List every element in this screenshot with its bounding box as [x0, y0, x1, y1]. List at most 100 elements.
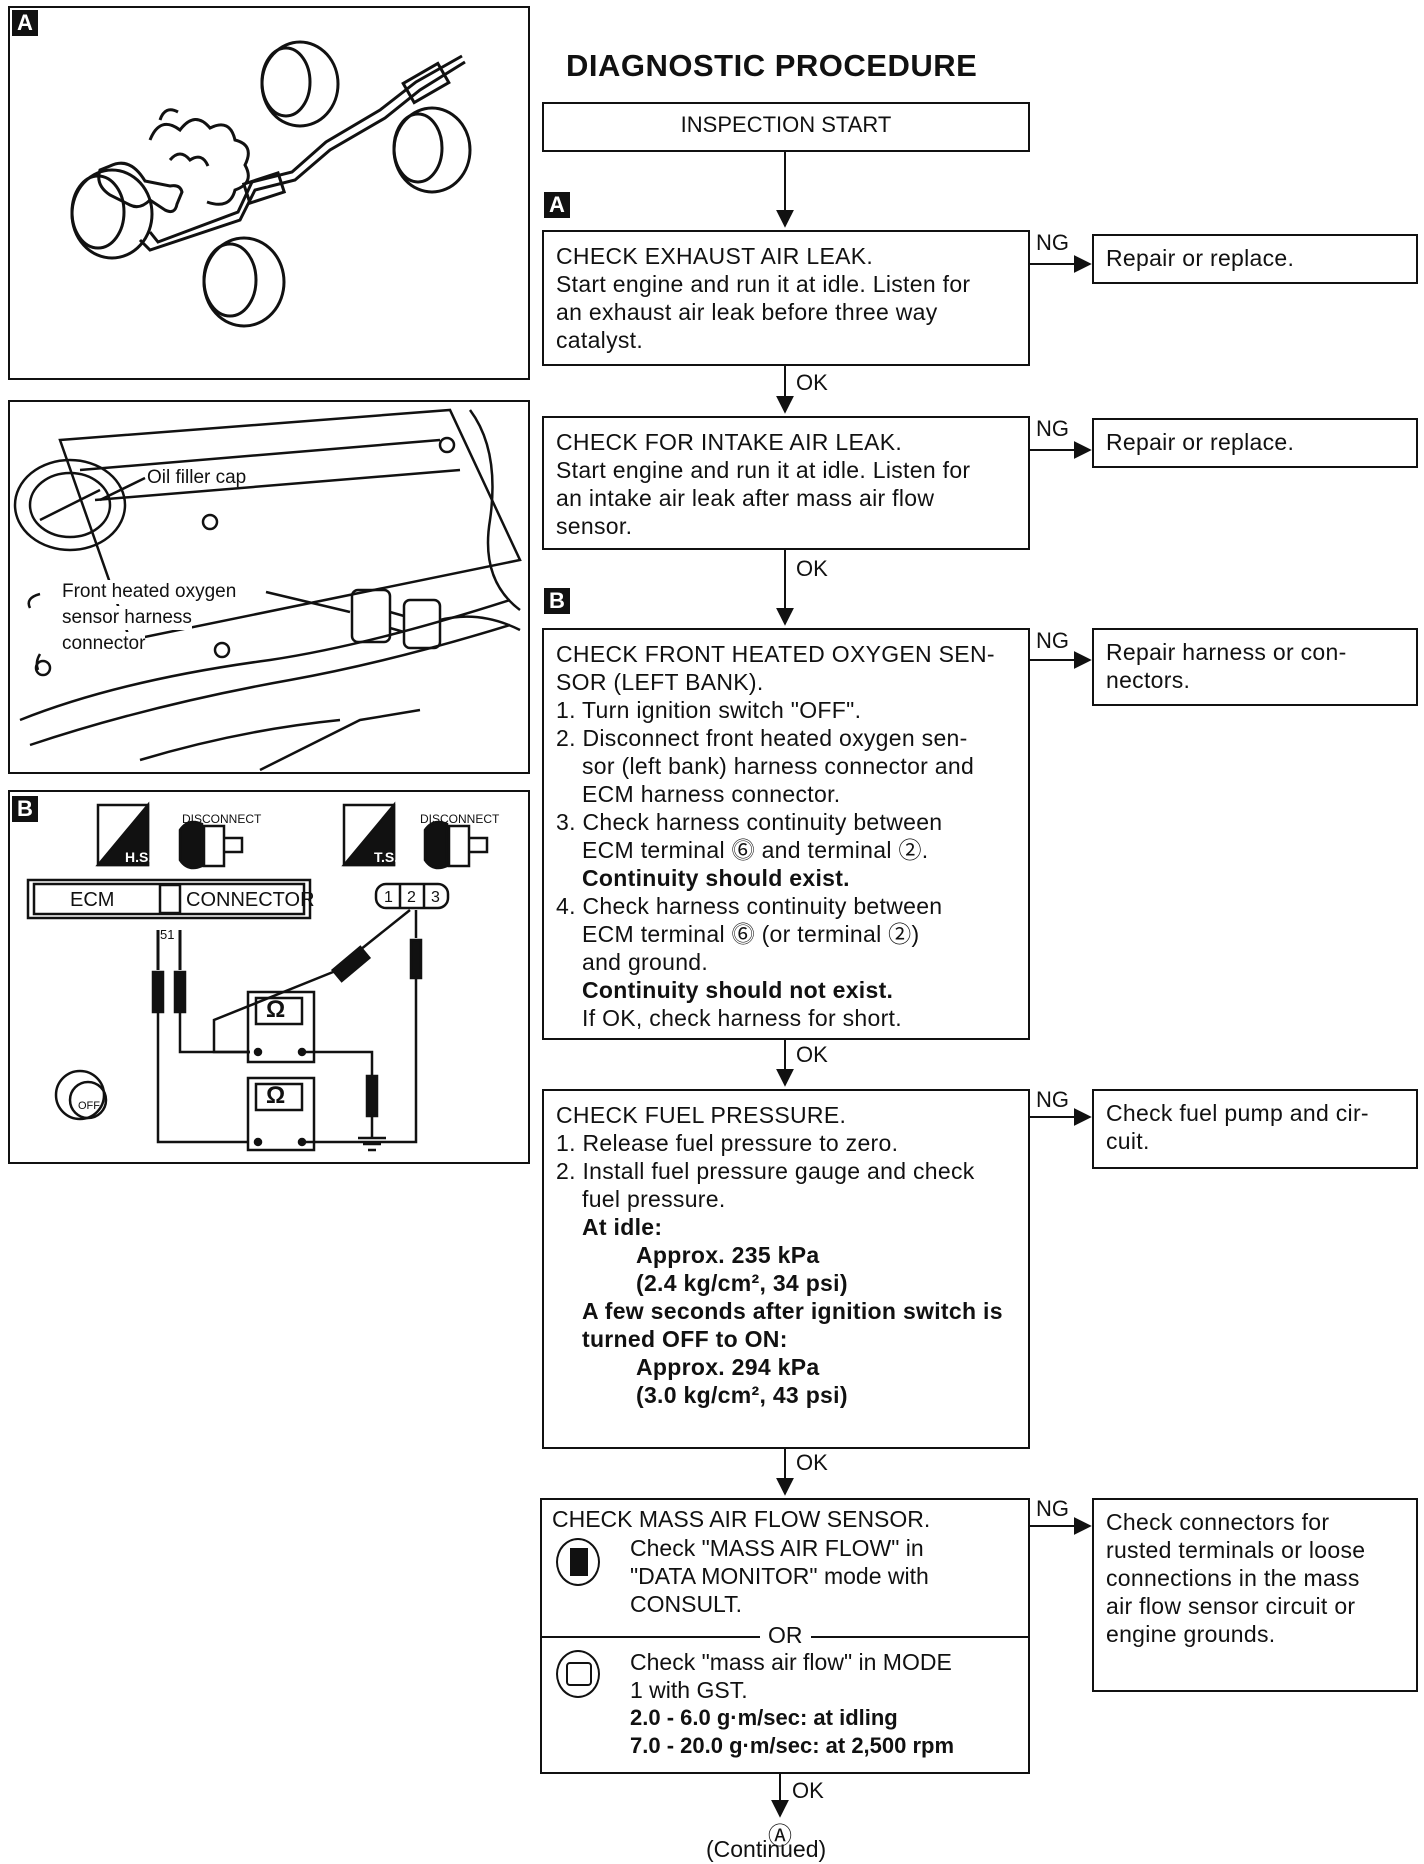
or-label: OR [760, 1622, 811, 1649]
flow-tag-b: B [544, 588, 570, 614]
figure-tag-a: A [12, 10, 38, 36]
step5-spec-idle: 2.0 - 6.0 g·m/sec: at idling [630, 1705, 898, 1730]
step-intake-air-leak: CHECK FOR INTAKE AIR LEAK. Start engine … [542, 416, 1030, 550]
pin-2-label: 2 [407, 889, 416, 906]
step4-line1: CHECK FUEL PRESSURE. [556, 1102, 847, 1128]
step4-line4: fuel pressure. [582, 1186, 726, 1212]
step5-ok-label: OK [792, 1778, 824, 1803]
ohmmeter-1-symbol: Ω [266, 996, 286, 1023]
step4-ng-action: Check fuel pump and cir- cuit. [1092, 1089, 1418, 1169]
step4-ng-label: NG [1036, 1087, 1069, 1112]
step3-line6: ECM harness connector. [582, 781, 841, 807]
step2-ng-label: NG [1036, 416, 1069, 441]
pin-1-label: 1 [384, 889, 393, 906]
step5-consult-line2: "DATA MONITOR" mode with [630, 1563, 929, 1589]
step5-spec-2500rpm: 7.0 - 20.0 g·m/sec: at 2,500 rpm [630, 1733, 955, 1758]
inspection-start-label: INSPECTION START [680, 112, 892, 137]
step4-line2: 1. Release fuel pressure to zero. [556, 1130, 899, 1156]
step4-line11: (3.0 kg/cm², 43 psi) [636, 1382, 848, 1408]
step2-ng-text: Repair or replace. [1106, 429, 1295, 455]
step4-line8: A few seconds after ignition switch is [582, 1298, 1003, 1324]
step4-line3: 2. Install fuel pressure gauge and check [556, 1158, 975, 1184]
step-fuel-pressure: CHECK FUEL PRESSURE. 1. Release fuel pre… [542, 1089, 1030, 1449]
step2-line2: Start engine and run it at idle. Listen … [556, 457, 971, 483]
continue-connector-mark: Ⓐ [768, 1823, 792, 1850]
sensor-connector-label-line2: sensor harness [62, 606, 192, 630]
step-front-heated-oxygen-sensor: CHECK FRONT HEATED OXYGEN SEN- SOR (LEFT… [542, 628, 1030, 1040]
step5-ng-text4: air flow sensor circuit or [1106, 1593, 1356, 1619]
step3-line2: SOR (LEFT BANK). [556, 669, 764, 695]
sensor-connector-label-line1: Front heated oxygen [62, 580, 237, 604]
flow-tag-a: A [544, 192, 570, 218]
step5-ng-text5: engine grounds. [1106, 1621, 1276, 1647]
ts-icon-label: T.S. [374, 849, 399, 865]
ignition-off-label: OFF [78, 1100, 100, 1112]
step1-ng-label: NG [1036, 230, 1069, 255]
step3-line5: sor (left bank) harness connector and [582, 753, 975, 779]
step1-ok-label: OK [796, 370, 828, 395]
continued-label: (Continued) [706, 1836, 827, 1862]
step-exhaust-air-leak: CHECK EXHAUST AIR LEAK. Start engine and… [542, 230, 1030, 366]
step1-line4: catalyst. [556, 327, 644, 353]
hs-disconnect-label: DISCONNECT [182, 812, 262, 826]
step4-line7: (2.4 kg/cm², 34 psi) [636, 1270, 848, 1296]
step1-ng-action: Repair or replace. [1092, 234, 1418, 284]
step5-title: CHECK MASS AIR FLOW SENSOR. [552, 1506, 931, 1532]
ts-disconnect-label: DISCONNECT [420, 812, 500, 826]
connector-label: CONNECTOR [186, 889, 315, 911]
step3-line13: Continuity should not exist. [582, 977, 894, 1003]
step2-ok-label: OK [796, 556, 828, 581]
step4-line6: Approx. 235 kPa [636, 1242, 820, 1268]
step4-line9: turned OFF to ON: [582, 1326, 788, 1352]
step1-ng-text: Repair or replace. [1106, 245, 1295, 271]
page-title: DIAGNOSTIC PROCEDURE [566, 48, 978, 83]
ohmmeter-2-symbol: Ω [266, 1082, 286, 1109]
ecm-label: ECM [70, 889, 115, 911]
step1-line3: an exhaust air leak before three way [556, 299, 938, 325]
step5-gst-line2: 1 with GST. [630, 1677, 748, 1703]
step3-line4: 2. Disconnect front heated oxygen sen- [556, 725, 968, 751]
step5-consult-line3: CONSULT. [630, 1591, 743, 1617]
consult-icon [556, 1538, 600, 1586]
pin-51-label: 51 [160, 927, 175, 942]
step3-line1: CHECK FRONT HEATED OXYGEN SEN- [556, 641, 995, 667]
inspection-start-box [542, 102, 1030, 152]
step3-ng-text1: Repair harness or con- [1106, 639, 1347, 665]
pin-3-label: 3 [431, 889, 440, 906]
figure-tag-b: B [12, 796, 38, 822]
step4-ok-label: OK [796, 1450, 828, 1475]
step4-ng-text2: cuit. [1106, 1128, 1150, 1154]
step1-line2: Start engine and run it at idle. Listen … [556, 271, 971, 297]
step3-line12: and ground. [582, 949, 709, 975]
step3-line7: 3. Check harness continuity between [556, 809, 943, 835]
step3-ng-action: Repair harness or con- nectors. [1092, 628, 1418, 706]
step3-line8: ECM terminal ⓺ and terminal ②. [582, 837, 929, 863]
figure-panel-exhaust [8, 6, 530, 380]
step5-consult-line1: Check "MASS AIR FLOW" in [630, 1535, 924, 1561]
step5-gst-line1: Check "mass air flow" in MODE [630, 1649, 952, 1675]
step5-ng-text3: connections in the mass [1106, 1565, 1360, 1591]
step3-line14: If OK, check harness for short. [582, 1005, 902, 1031]
step4-line5: At idle: [582, 1214, 663, 1240]
step3-line9: Continuity should exist. [582, 865, 850, 891]
step2-line4: sensor. [556, 513, 633, 539]
sensor-connector-label-line3: connector [62, 632, 146, 656]
hs-icon-label: H.S. [125, 849, 153, 865]
step4-line10: Approx. 294 kPa [636, 1354, 820, 1380]
step5-ng-text1: Check connectors for [1106, 1509, 1330, 1535]
step3-line10: 4. Check harness continuity between [556, 893, 943, 919]
step5-ng-label: NG [1036, 1496, 1069, 1521]
step2-line3: an intake air leak after mass air flow [556, 485, 935, 511]
step3-ng-text2: nectors. [1106, 667, 1191, 693]
gst-icon [556, 1650, 600, 1698]
step3-ng-label: NG [1036, 628, 1069, 653]
step5-ng-action: Check connectors for rusted terminals or… [1092, 1498, 1418, 1692]
step3-line3: 1. Turn ignition switch "OFF". [556, 697, 862, 723]
step2-line1: CHECK FOR INTAKE AIR LEAK. [556, 429, 903, 455]
step4-ng-text1: Check fuel pump and cir- [1106, 1100, 1369, 1126]
step1-line1: CHECK EXHAUST AIR LEAK. [556, 243, 874, 269]
oil-filler-cap-label: Oil filler cap [147, 467, 247, 488]
step3-ok-label: OK [796, 1042, 828, 1067]
step2-ng-action: Repair or replace. [1092, 418, 1418, 468]
step3-line11: ECM terminal ⓺ (or terminal ②) [582, 921, 920, 947]
